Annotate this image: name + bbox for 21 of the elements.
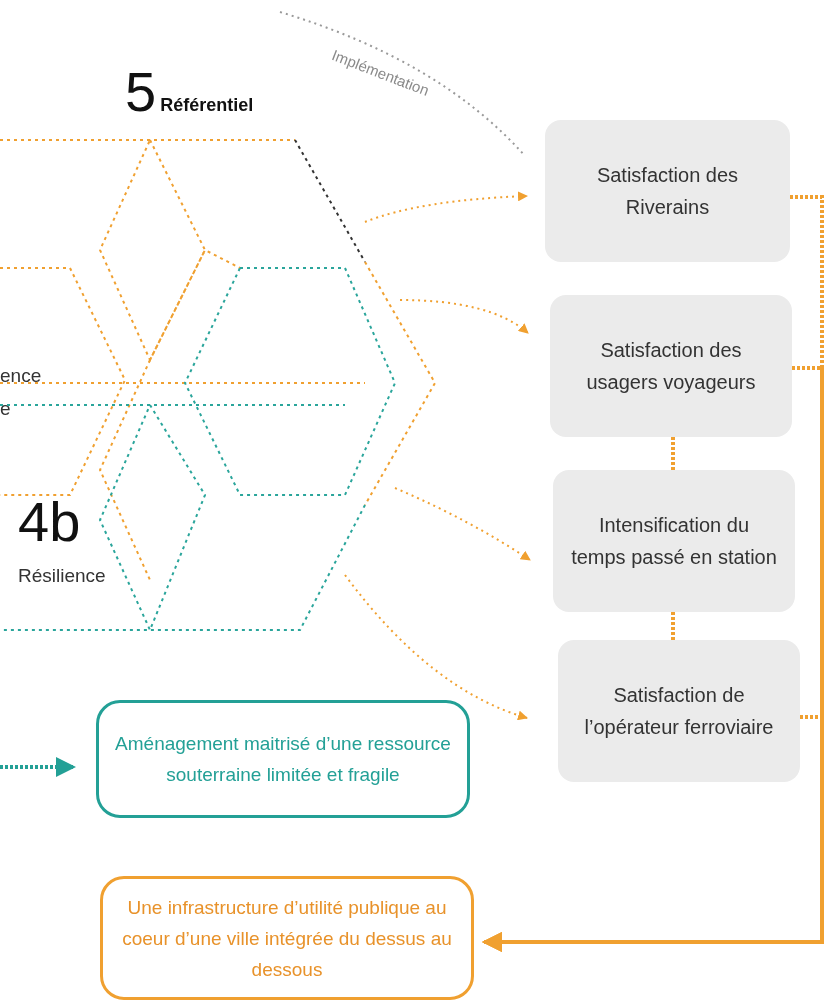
connector-line — [671, 437, 675, 470]
outcome-box: Une infrastructure d’utilité publique au coeur d’une ville intégrée du dessus au dessous — [100, 876, 474, 1000]
outcome-box: Intensification du temps passé en station — [553, 470, 795, 612]
outcome-box: Satisfaction des usagers voyageurs — [550, 295, 792, 437]
arrow — [364, 191, 528, 223]
outcome-box: Satisfaction de l’opérateur ferroviaire — [558, 640, 800, 782]
section-title: Référentiel — [160, 94, 254, 117]
arrow — [482, 715, 824, 952]
label: ence — [0, 364, 42, 388]
outcome-box: Aménagement maitrisé d’une ressource souterraine limitée et fragile — [96, 700, 470, 818]
section-number: 4b — [18, 490, 81, 554]
arrow — [399, 299, 529, 334]
label: e — [0, 397, 11, 421]
section-number: 5 — [125, 60, 157, 124]
connector-line — [279, 11, 526, 157]
label: Résilience — [18, 564, 106, 588]
outcome-box: Satisfaction des Riverains — [545, 120, 790, 262]
arrow — [394, 487, 531, 561]
connector-line — [671, 612, 675, 640]
arrow — [0, 757, 76, 777]
arrow — [344, 574, 528, 720]
